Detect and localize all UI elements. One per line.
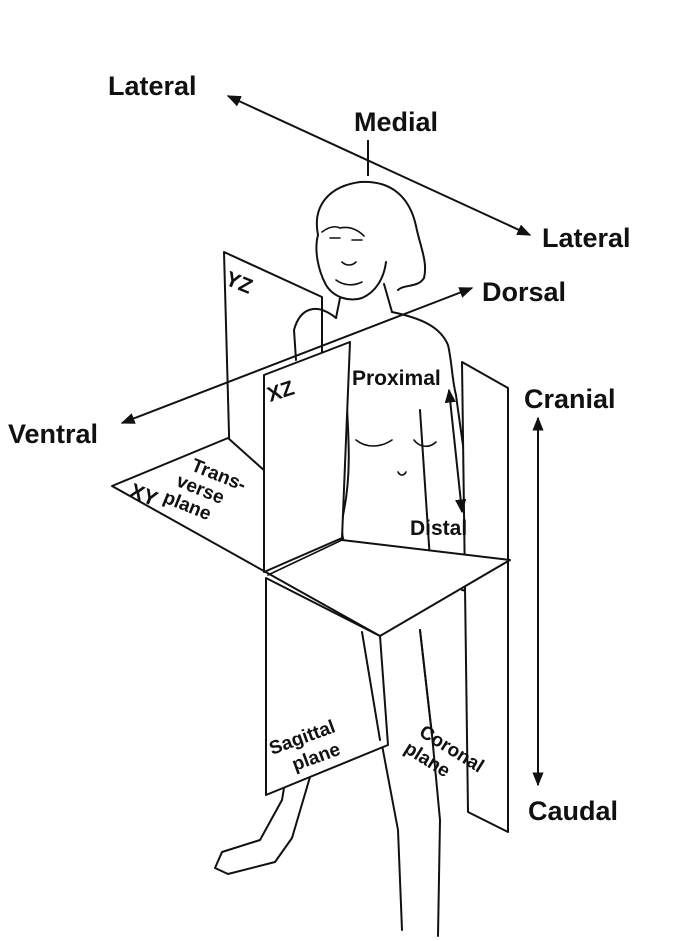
proximal-distal-axis-arrow	[444, 388, 467, 514]
xz-plane-front	[263, 341, 351, 573]
proximal-label: Proximal	[352, 367, 441, 390]
sagittal-plane-lower	[265, 577, 389, 796]
lateral-right-label: Lateral	[542, 223, 631, 253]
lateral-left-label: Lateral	[108, 71, 197, 101]
cranial-label: Cranial	[524, 384, 616, 414]
lateral-medial-axis-arrow	[226, 95, 532, 236]
ventral-dorsal-axis-arrow	[120, 287, 474, 424]
dorsal-label: Dorsal	[482, 277, 566, 307]
caudal-label: Caudal	[528, 796, 618, 826]
medial-label: Medial	[354, 107, 438, 137]
coronal-plane	[461, 361, 509, 833]
distal-label: Distal	[410, 517, 467, 540]
ventral-label: Ventral	[8, 419, 98, 449]
